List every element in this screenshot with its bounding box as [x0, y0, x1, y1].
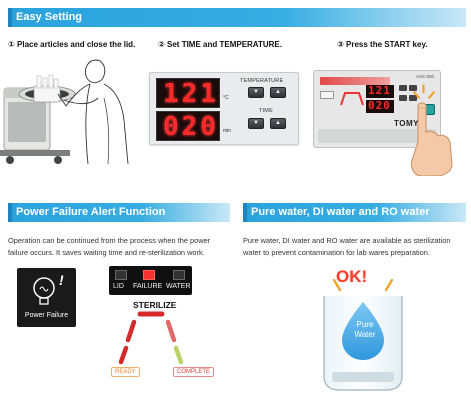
power-failure-description: Operation can be continued from the proc…	[8, 236, 211, 257]
temperature-display: 121	[156, 78, 220, 109]
power-failure-title: Power Failure Alert Function	[16, 206, 166, 218]
banner-accent	[8, 203, 12, 222]
pointing-finger-icon	[411, 102, 453, 176]
device-button-4[interactable]	[409, 95, 417, 101]
power-failure-label: Power Failure	[24, 312, 69, 319]
pure-water-description: Pure water, DI water and RO water are av…	[243, 236, 451, 257]
banner-accent	[243, 203, 247, 222]
highlight-ray-mid	[422, 84, 425, 94]
temperature-time-panel: 121 °C 020 min TEMPERATURE ▼ ▲ TIME ▼ ▲	[149, 72, 299, 145]
power-failure-banner: Power Failure Alert Function	[8, 203, 230, 222]
device-button-3[interactable]	[399, 95, 407, 101]
easy-setting-banner: Easy Setting	[8, 8, 466, 27]
step-2-label: ② Set TIME and TEMPERATURE.	[158, 40, 282, 49]
brand-logo: TOMY	[394, 119, 419, 128]
step-3-label: ③ Press the START key.	[337, 40, 428, 49]
device-indicator-box	[320, 91, 334, 99]
device-display-bottom: 020	[366, 100, 394, 113]
time-display: 020	[156, 111, 220, 142]
device-front-grille	[318, 129, 436, 143]
temperature-up-button[interactable]: ▲	[270, 87, 286, 98]
drop-line-2: Water	[354, 330, 376, 339]
step-1-label: ① Place articles and close the lid.	[8, 40, 136, 49]
exclamation-mark: !	[59, 272, 64, 288]
ready-tag: READY	[111, 367, 140, 377]
temperature-unit: °C	[223, 95, 229, 101]
device-display-top: 121	[366, 85, 394, 98]
lid-label: LID	[113, 283, 124, 290]
ok-label: OK!	[336, 267, 368, 286]
complete-tag: COMPLETE	[173, 367, 215, 377]
autoclave-front-panel: ASX-500 121 020 TOMY	[313, 70, 441, 148]
pure-water-title: Pure water, DI water and RO water availa…	[251, 206, 430, 237]
device-button-2[interactable]	[409, 85, 417, 91]
lid-indicator	[115, 270, 127, 280]
process-indicator-graphic	[340, 92, 364, 106]
water-indicator	[173, 270, 185, 280]
banner-accent	[8, 8, 12, 27]
easy-setting-title: Easy Setting	[16, 11, 83, 23]
sterilize-label: STERILIZE	[133, 300, 177, 310]
autoclave-loading-illustration	[0, 59, 129, 165]
pure-water-banner: Pure water, DI water and RO water availa…	[243, 203, 466, 237]
status-strip	[320, 77, 390, 85]
temperature-label: TEMPERATURE	[240, 78, 284, 84]
water-reservoir-illustration	[323, 278, 403, 391]
lightbulb-icon	[33, 277, 55, 305]
water-label: WATER	[166, 283, 191, 290]
failure-indicator	[143, 270, 155, 280]
time-down-button[interactable]: ▼	[248, 118, 264, 129]
drop-line-1: Pure	[356, 320, 374, 329]
temperature-down-button[interactable]: ▼	[248, 87, 264, 98]
sterilize-cycle-indicator	[118, 311, 184, 365]
model-label: ASX-500	[416, 74, 435, 79]
power-failure-badge: ! Power Failure	[17, 268, 76, 327]
alarm-indicator-panel: LID FAILURE WATER	[109, 266, 192, 295]
time-up-button[interactable]: ▲	[270, 118, 286, 129]
time-unit: min	[223, 128, 232, 134]
device-button-1[interactable]	[399, 85, 407, 91]
time-label: TIME	[259, 108, 273, 114]
failure-label: FAILURE	[133, 283, 163, 290]
